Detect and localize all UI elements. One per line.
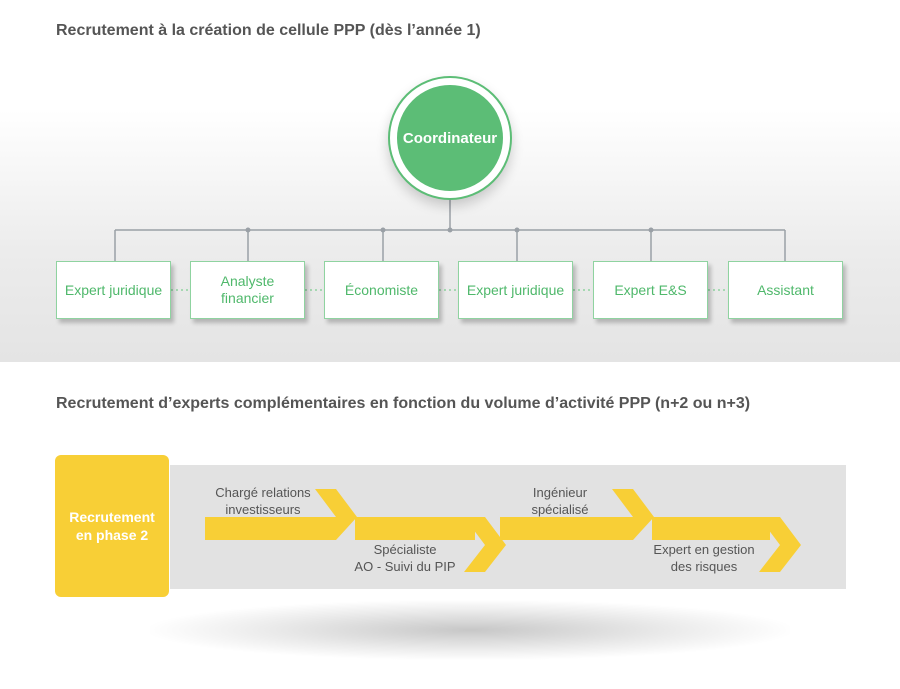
flow-arrow-lower-1-bar [355, 517, 475, 540]
floor-shadow [150, 600, 790, 660]
flow-arrow-upper-2-tip [633, 517, 654, 540]
role-label: Expert juridique [64, 281, 163, 298]
flow-arrow-upper-2-head [500, 489, 654, 517]
flow-arrow-upper-1-bar [205, 517, 336, 540]
connector-node [648, 227, 654, 233]
section-title-initial-recruitment: Recrutement à la création de cellule PPP… [56, 22, 481, 39]
connector-node [245, 227, 251, 233]
role-label: Expert juridique [466, 281, 565, 298]
connector-node [514, 227, 520, 233]
flow-arrow-upper-2-bar [500, 517, 633, 540]
role-box-expert-juridique: Expert juridique [56, 261, 171, 319]
connector-node [380, 227, 386, 233]
coordinator-circle: Coordinateur [397, 85, 503, 191]
role-box-economiste: Économiste [324, 261, 439, 319]
role-box-assistant: Assistant [728, 261, 843, 319]
coordinator-label: Coordinateur [402, 129, 498, 147]
role-label: Économiste [344, 281, 419, 298]
role-box-expert-juridique-2: Expert juridique [458, 261, 573, 319]
connector-node [447, 227, 453, 233]
flow-arrow-lower-2-bar [652, 517, 770, 540]
section-title-complementary-recruitment: Recrutement d’experts complémentaires en… [56, 395, 751, 412]
role-label: Assistant [757, 281, 814, 298]
role-box-expert-es: Expert E&S [593, 261, 708, 319]
coordinator-node: Coordinateur [388, 76, 512, 200]
org-chart-connectors [114, 199, 786, 291]
role-label: Expert E&S [614, 281, 687, 298]
